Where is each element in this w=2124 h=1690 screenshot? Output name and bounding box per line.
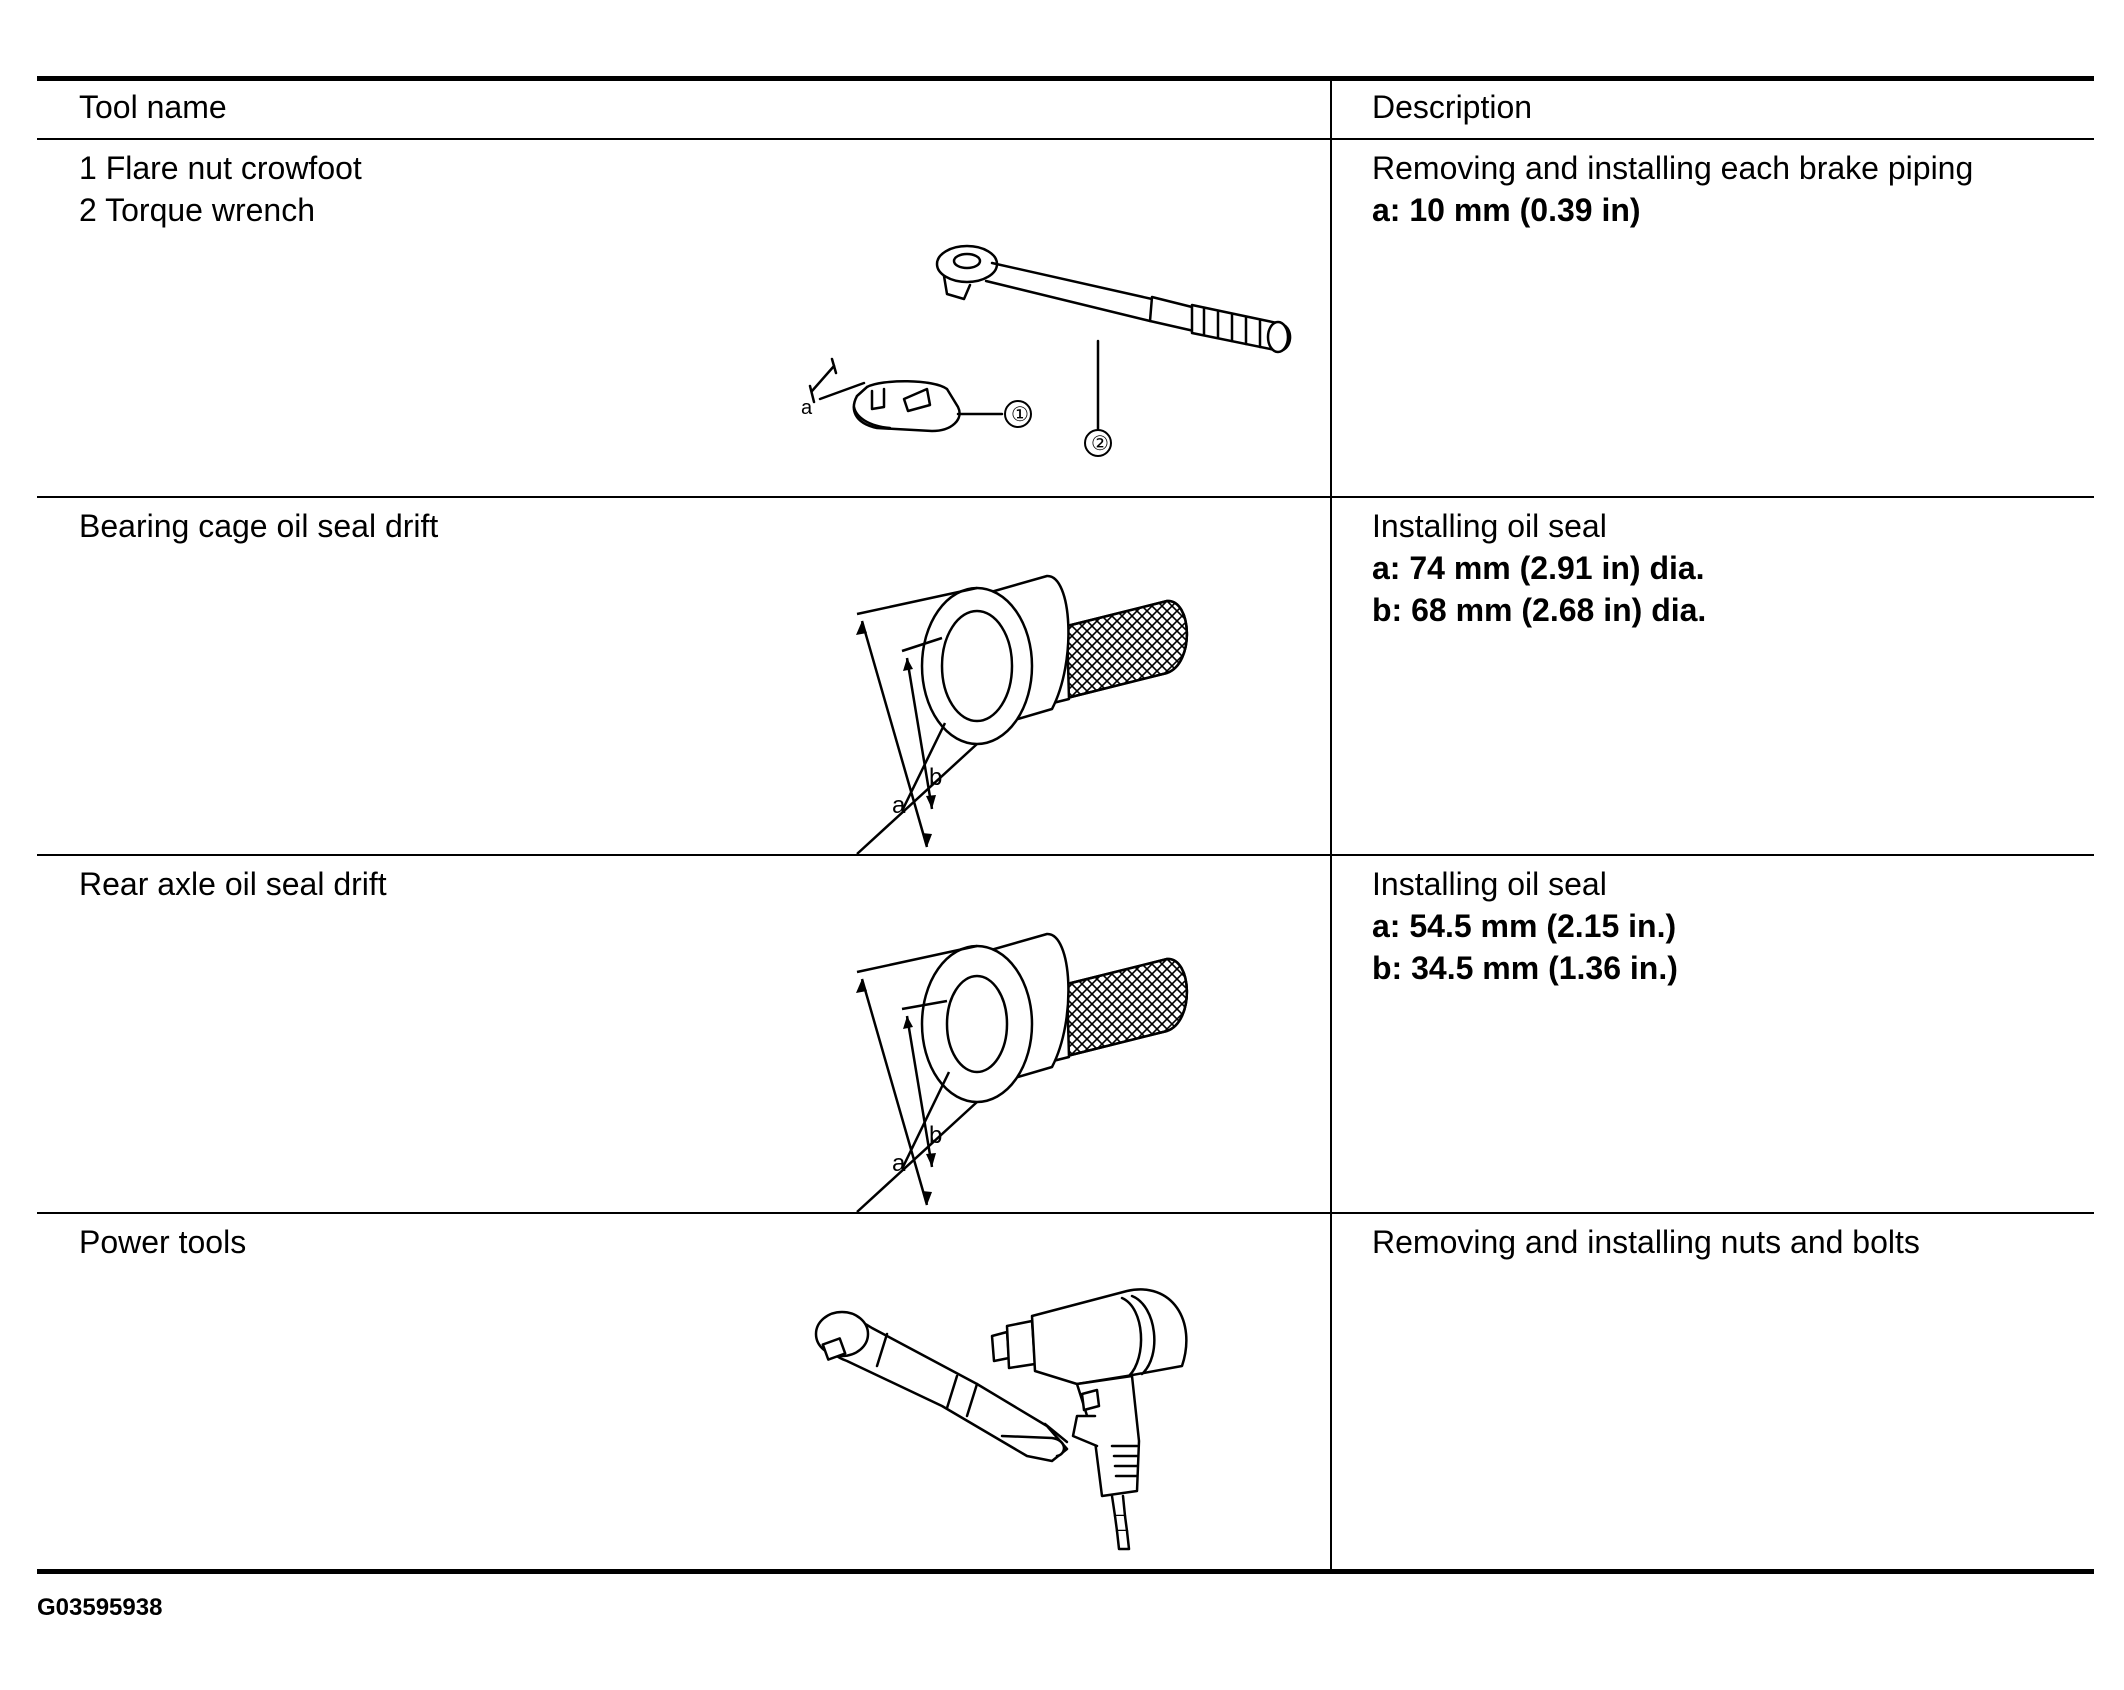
- callout-b: b: [929, 764, 942, 791]
- description-text: Removing and installing each brake pipin…: [1372, 150, 1974, 186]
- table-row-1-description: Removing and installing each brake pipin…: [1372, 147, 1973, 231]
- table-row-1-tool: 1 Flare nut crowfoot 2 Torque wrench: [79, 147, 362, 231]
- spec-b: b: 68 mm (2.68 in) dia.: [1372, 592, 1707, 628]
- table-row-3-description: Installing oil seal a: 54.5 mm (2.15 in.…: [1372, 863, 1678, 989]
- description-text: Installing oil seal: [1372, 866, 1607, 902]
- spec-a: a: 10 mm (0.39 in): [1372, 192, 1641, 228]
- description-text: Removing and installing nuts and bolts: [1372, 1224, 1920, 1260]
- tool-name-line: Bearing cage oil seal drift: [79, 508, 439, 544]
- table-top-rule: [37, 76, 2094, 81]
- callout-b: b: [929, 1122, 942, 1149]
- table-bottom-rule: [37, 1569, 2094, 1574]
- callout-a: a: [892, 1150, 906, 1177]
- table-row-4-tool: Power tools: [79, 1221, 246, 1263]
- bearing-cage-drift-illustration: a b: [837, 571, 1237, 871]
- row-divider: [37, 496, 2094, 498]
- header-tool-name: Tool name: [79, 89, 227, 125]
- column-divider: [1330, 80, 1332, 1570]
- row-divider: [37, 854, 2094, 856]
- tool-name-line: Power tools: [79, 1224, 247, 1260]
- description-text: Installing oil seal: [1372, 508, 1607, 544]
- callout-1: ①: [1011, 404, 1029, 426]
- table-row-2-tool: Bearing cage oil seal drift: [79, 505, 438, 547]
- tool-name-line: 2 Torque wrench: [79, 192, 315, 228]
- header-rule: [37, 138, 2094, 140]
- header-description: Description: [1372, 89, 1533, 125]
- table-row-4-description: Removing and installing nuts and bolts: [1372, 1221, 1920, 1263]
- spec-a: a: 74 mm (2.91 in) dia.: [1372, 550, 1705, 586]
- figure-code: G03595938: [37, 1594, 163, 1621]
- rear-axle-drift-illustration: a b: [837, 929, 1237, 1229]
- row-divider: [37, 1212, 2094, 1214]
- crowfoot-torque-wrench-drawing: a ① ②: [801, 244, 1292, 457]
- table-row-2-description: Installing oil seal a: 74 mm (2.91 in) d…: [1372, 505, 1706, 631]
- power-tools-drawing: [814, 1288, 1188, 1551]
- callout-2: ②: [1091, 433, 1109, 455]
- tool-name-line: Rear axle oil seal drift: [79, 866, 387, 902]
- callout-a: a: [801, 397, 813, 419]
- spec-a: a: 54.5 mm (2.15 in.): [1372, 908, 1677, 944]
- crowfoot-torque-wrench-illustration: a ① ②: [772, 221, 1292, 491]
- seal-drift-drawing: a b: [856, 574, 1189, 855]
- table-row-3-tool: Rear axle oil seal drift: [79, 863, 387, 905]
- seal-drift-drawing: a b: [856, 932, 1189, 1213]
- tool-name-line: 1 Flare nut crowfoot: [79, 150, 362, 186]
- callout-a: a: [892, 792, 906, 819]
- power-tools-illustration: [777, 1266, 1257, 1566]
- spec-b: b: 34.5 mm (1.36 in.): [1372, 950, 1678, 986]
